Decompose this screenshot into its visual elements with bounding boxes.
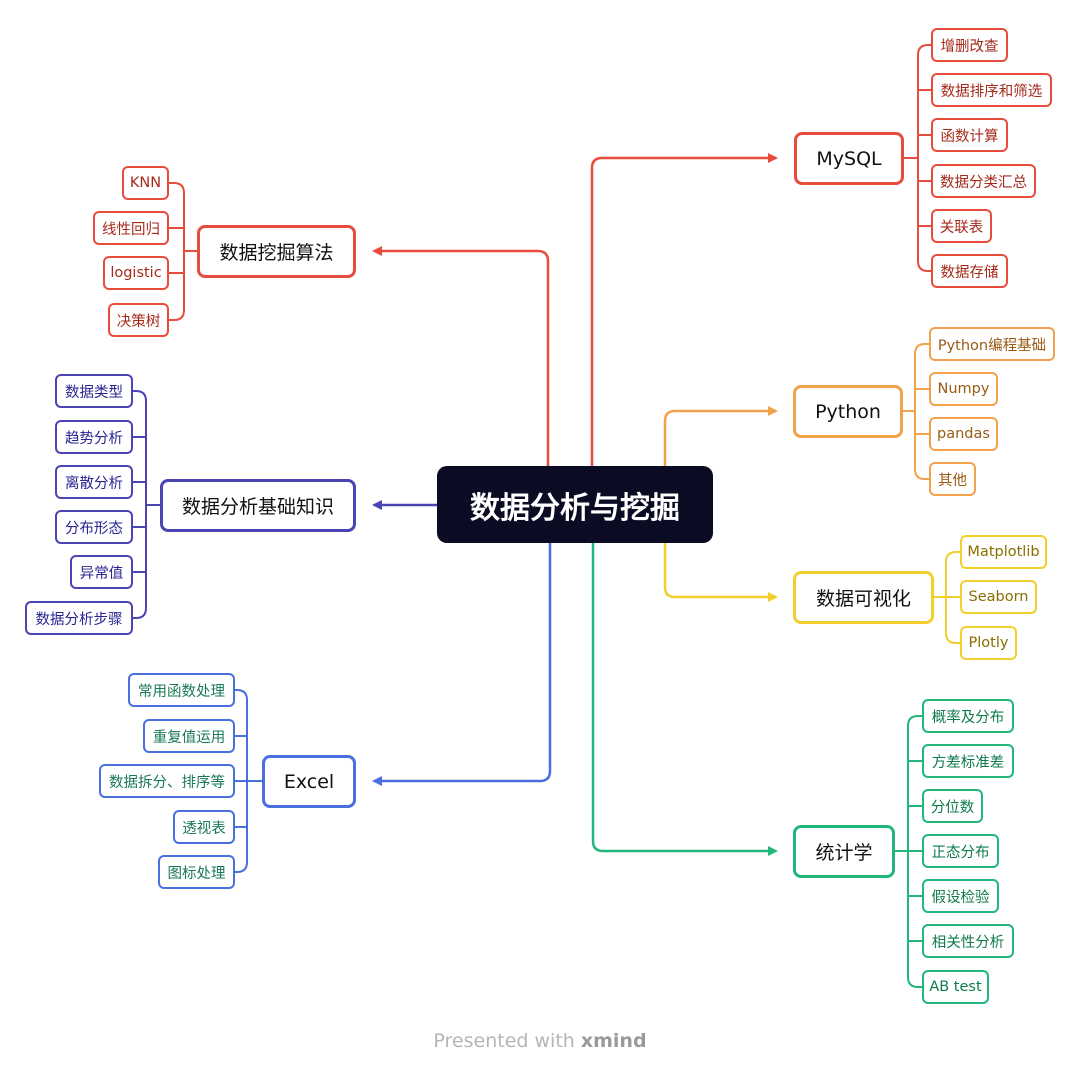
subtopic-correlation[interactable]: 相关性分析	[922, 924, 1014, 958]
subtopic-pivot-table[interactable]: 透视表	[173, 810, 235, 844]
subtopic-sort-filter[interactable]: 数据排序和筛选	[931, 73, 1052, 107]
subtopic-functions[interactable]: 函数计算	[931, 118, 1008, 152]
subtopic-hypothesis-test[interactable]: 假设检验	[922, 879, 999, 913]
subtopic-normal-distribution[interactable]: 正态分布	[922, 834, 999, 868]
subtopic-knn[interactable]: KNN	[122, 166, 169, 200]
subtopic-dispersion-analysis[interactable]: 离散分析	[55, 465, 133, 499]
subtopic-quantile[interactable]: 分位数	[922, 789, 983, 823]
footer-credit: Presented with xmind	[0, 1030, 1080, 1052]
subtopic-trend-analysis[interactable]: 趋势分析	[55, 420, 133, 454]
subtopic-matplotlib[interactable]: Matplotlib	[960, 535, 1047, 569]
subtopic-ab-test[interactable]: AB test	[922, 970, 989, 1004]
footer-brand: xmind	[580, 1030, 647, 1052]
subtopic-data-types[interactable]: 数据类型	[55, 374, 133, 408]
topic-data-analysis-basics[interactable]: 数据分析基础知识	[160, 479, 356, 532]
subtopic-python-other[interactable]: 其他	[929, 462, 976, 496]
central-topic[interactable]: 数据分析与挖掘	[437, 466, 713, 543]
subtopic-join-table[interactable]: 关联表	[931, 209, 992, 243]
subtopic-logistic[interactable]: logistic	[103, 256, 169, 290]
topic-mysql[interactable]: MySQL	[794, 132, 904, 185]
footer-prefix: Presented with	[433, 1030, 575, 1052]
subtopic-plotly[interactable]: Plotly	[960, 626, 1017, 660]
subtopic-split-sort[interactable]: 数据拆分、排序等	[99, 764, 235, 798]
topic-statistics[interactable]: 统计学	[793, 825, 895, 878]
subtopic-numpy[interactable]: Numpy	[929, 372, 998, 406]
subtopic-linear-regression[interactable]: 线性回归	[93, 211, 169, 245]
subtopic-group-summary[interactable]: 数据分类汇总	[931, 164, 1036, 198]
subtopic-duplicates[interactable]: 重复值运用	[143, 719, 235, 753]
topic-data-visualization[interactable]: 数据可视化	[793, 571, 934, 624]
subtopic-data-storage[interactable]: 数据存储	[931, 254, 1008, 288]
subtopic-python-basics[interactable]: Python编程基础	[929, 327, 1055, 361]
subtopic-probability[interactable]: 概率及分布	[922, 699, 1014, 733]
subtopic-common-functions[interactable]: 常用函数处理	[128, 673, 235, 707]
subtopic-decision-tree[interactable]: 决策树	[108, 303, 169, 337]
topic-python[interactable]: Python	[793, 385, 903, 438]
subtopic-seaborn[interactable]: Seaborn	[960, 580, 1037, 614]
topic-data-mining-algorithms[interactable]: 数据挖掘算法	[197, 225, 356, 278]
subtopic-variance-std[interactable]: 方差标准差	[922, 744, 1014, 778]
subtopic-crud[interactable]: 增删改查	[931, 28, 1008, 62]
subtopic-distribution-shape[interactable]: 分布形态	[55, 510, 133, 544]
subtopic-outliers[interactable]: 异常值	[70, 555, 133, 589]
subtopic-chart-processing[interactable]: 图标处理	[158, 855, 235, 889]
subtopic-analysis-steps[interactable]: 数据分析步骤	[25, 601, 133, 635]
subtopic-pandas[interactable]: pandas	[929, 417, 998, 451]
topic-excel[interactable]: Excel	[262, 755, 356, 808]
